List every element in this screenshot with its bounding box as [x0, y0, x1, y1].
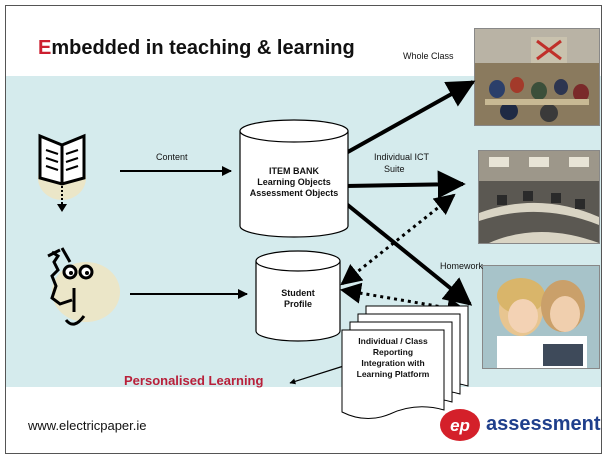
homework-photo [482, 265, 600, 369]
reporting-documents [341, 305, 469, 419]
personalised-arrow [289, 363, 351, 385]
logo-brand-text: assessment [486, 413, 601, 435]
ict-suite-photo [478, 150, 600, 244]
individual-ict-line2: Suite [384, 164, 405, 174]
student-face-icon [47, 247, 120, 326]
student-profile-cylinder [255, 250, 341, 342]
item-bank-line1: ITEM BANK [269, 166, 319, 176]
ep-logo-mark: ep [440, 409, 480, 441]
open-book-icon [38, 133, 86, 212]
reporting-line1: Individual / Class [358, 336, 428, 346]
individual-ict-line1: Individual ICT [374, 152, 430, 162]
student-profile-line2: Profile [283, 299, 312, 309]
reporting-line2: Reporting [372, 347, 414, 357]
individual-ict-label: Individual ICT Suite [374, 151, 429, 175]
item-bank-line2: Learning Objects [257, 177, 331, 187]
whole-class-label: Whole Class [403, 51, 454, 61]
student-profile-line1: Student [281, 288, 315, 298]
slide-title: Embedded in teaching & learning [38, 37, 355, 60]
reporting-line4: Learning Platform [356, 369, 430, 379]
whole-class-photo [474, 28, 600, 126]
item-bank-line3: Assessment Objects [249, 188, 339, 198]
homework-arrow [342, 200, 473, 306]
website-url[interactable]: www.electricpaper.ie [28, 418, 147, 433]
homework-label: Homework [440, 261, 484, 271]
ep-assessment-logo: ep assessment [438, 407, 601, 443]
item-bank-text: ITEM BANK Learning Objects Assessment Ob… [240, 166, 348, 199]
ict-profile-dotted-arrow [340, 193, 456, 286]
ict-arrow [345, 170, 466, 199]
personalised-learning-label: Personalised Learning [124, 373, 264, 388]
logo-mark-text: ep [450, 416, 470, 435]
title-rest: mbedded in teaching & learning [51, 37, 355, 59]
content-label: Content [156, 152, 188, 162]
reporting-line3: Integration with [361, 358, 425, 368]
whole-class-arrow [345, 80, 476, 155]
title-first-letter: E [38, 37, 52, 59]
reporting-text: Individual / Class Reporting Integration… [342, 336, 444, 380]
student-profile-text: Student Profile [256, 288, 340, 310]
item-bank-cylinder [239, 119, 349, 238]
